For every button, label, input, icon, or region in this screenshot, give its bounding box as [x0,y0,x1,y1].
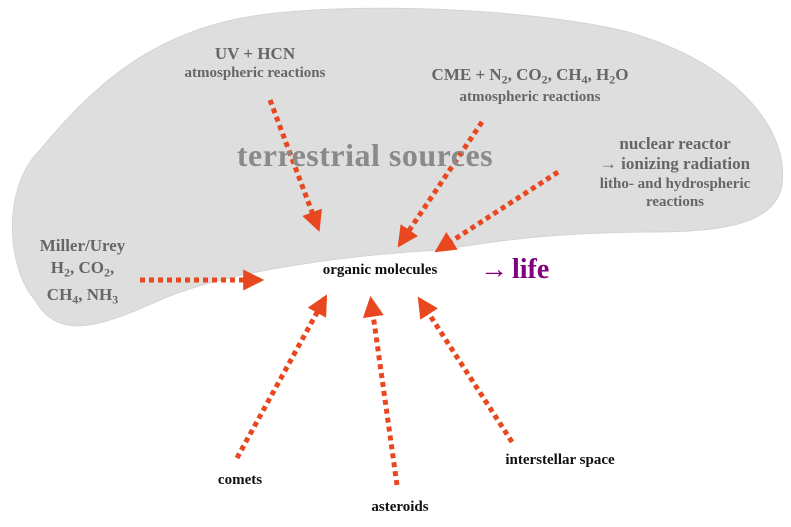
source-asteroids: asteroids [371,499,429,515]
source-uv-hcn-line2: atmospheric reactions [184,65,326,82]
mu-sub-1: 2 [64,265,70,280]
source-nuclear-line4: reactions [645,193,705,210]
mu-text-3: , [109,258,115,278]
cme-text-2: , CO [507,65,542,84]
source-uv-hcn: UV + HCN atmospheric reactions [140,44,370,82]
mu-text-1: H [50,258,65,278]
cme-sub-1: 2 [501,72,508,87]
arrow-asteroids [362,295,400,486]
life-word: life [512,254,550,285]
cme-sub-3: 4 [581,72,588,87]
source-cme-line1: CME + N2, CO2, CH4, H2O [395,65,665,87]
cme-sub-2: 2 [541,72,548,87]
miller-urey-line2: H2, CO2, [20,258,145,280]
source-cme: CME + N2, CO2, CH4, H2O atmospheric reac… [395,65,665,106]
mu-sub-2: 2 [103,265,110,280]
source-nuclear-line3: litho- and hydrospheric [599,175,751,192]
cme-text-4: , H [587,65,610,84]
source-comets: comets [217,472,263,488]
mu-sub-4: 3 [112,292,119,307]
arrow-interstellar [417,296,515,444]
terrestrial-region-blob [11,7,784,327]
arrow-nuclear [434,169,560,253]
mu-text-4: CH [46,284,73,304]
life-label: → life [480,253,590,287]
miller-urey-line1: Miller/Urey [39,236,126,255]
source-miller-urey: Miller/Urey H2, CO2, CH4, NH3 [20,236,145,305]
life-arrow-icon: → [480,254,508,285]
source-cme-line2: atmospheric reactions [459,89,601,106]
region-title: terrestrial sources [236,137,494,173]
cme-sub-4: 2 [609,72,616,87]
miller-urey-line3: CH4, NH3 [20,284,145,307]
arrow-cme [397,120,485,248]
arrow-uv-hcn [267,99,322,232]
arrow-comets [234,294,328,460]
cme-text-5: O [615,65,629,84]
organic-molecules-node: organic molecules [322,262,438,278]
source-nuclear-line1: nuclear reactor [619,134,731,153]
source-nuclear: nuclear reactor → ionizing radiation lit… [560,134,790,211]
source-interstellar: interstellar space [505,452,615,468]
source-nuclear-line2: → ionizing radiation [599,154,751,174]
mu-sub-3: 4 [72,292,79,307]
cme-text-1: CME + N [431,65,502,84]
source-uv-hcn-line1: UV + HCN [214,44,296,63]
cme-text-3: , CH [547,65,582,84]
mu-text-5: , NH [78,284,113,304]
mu-text-2: , CO [69,258,104,278]
